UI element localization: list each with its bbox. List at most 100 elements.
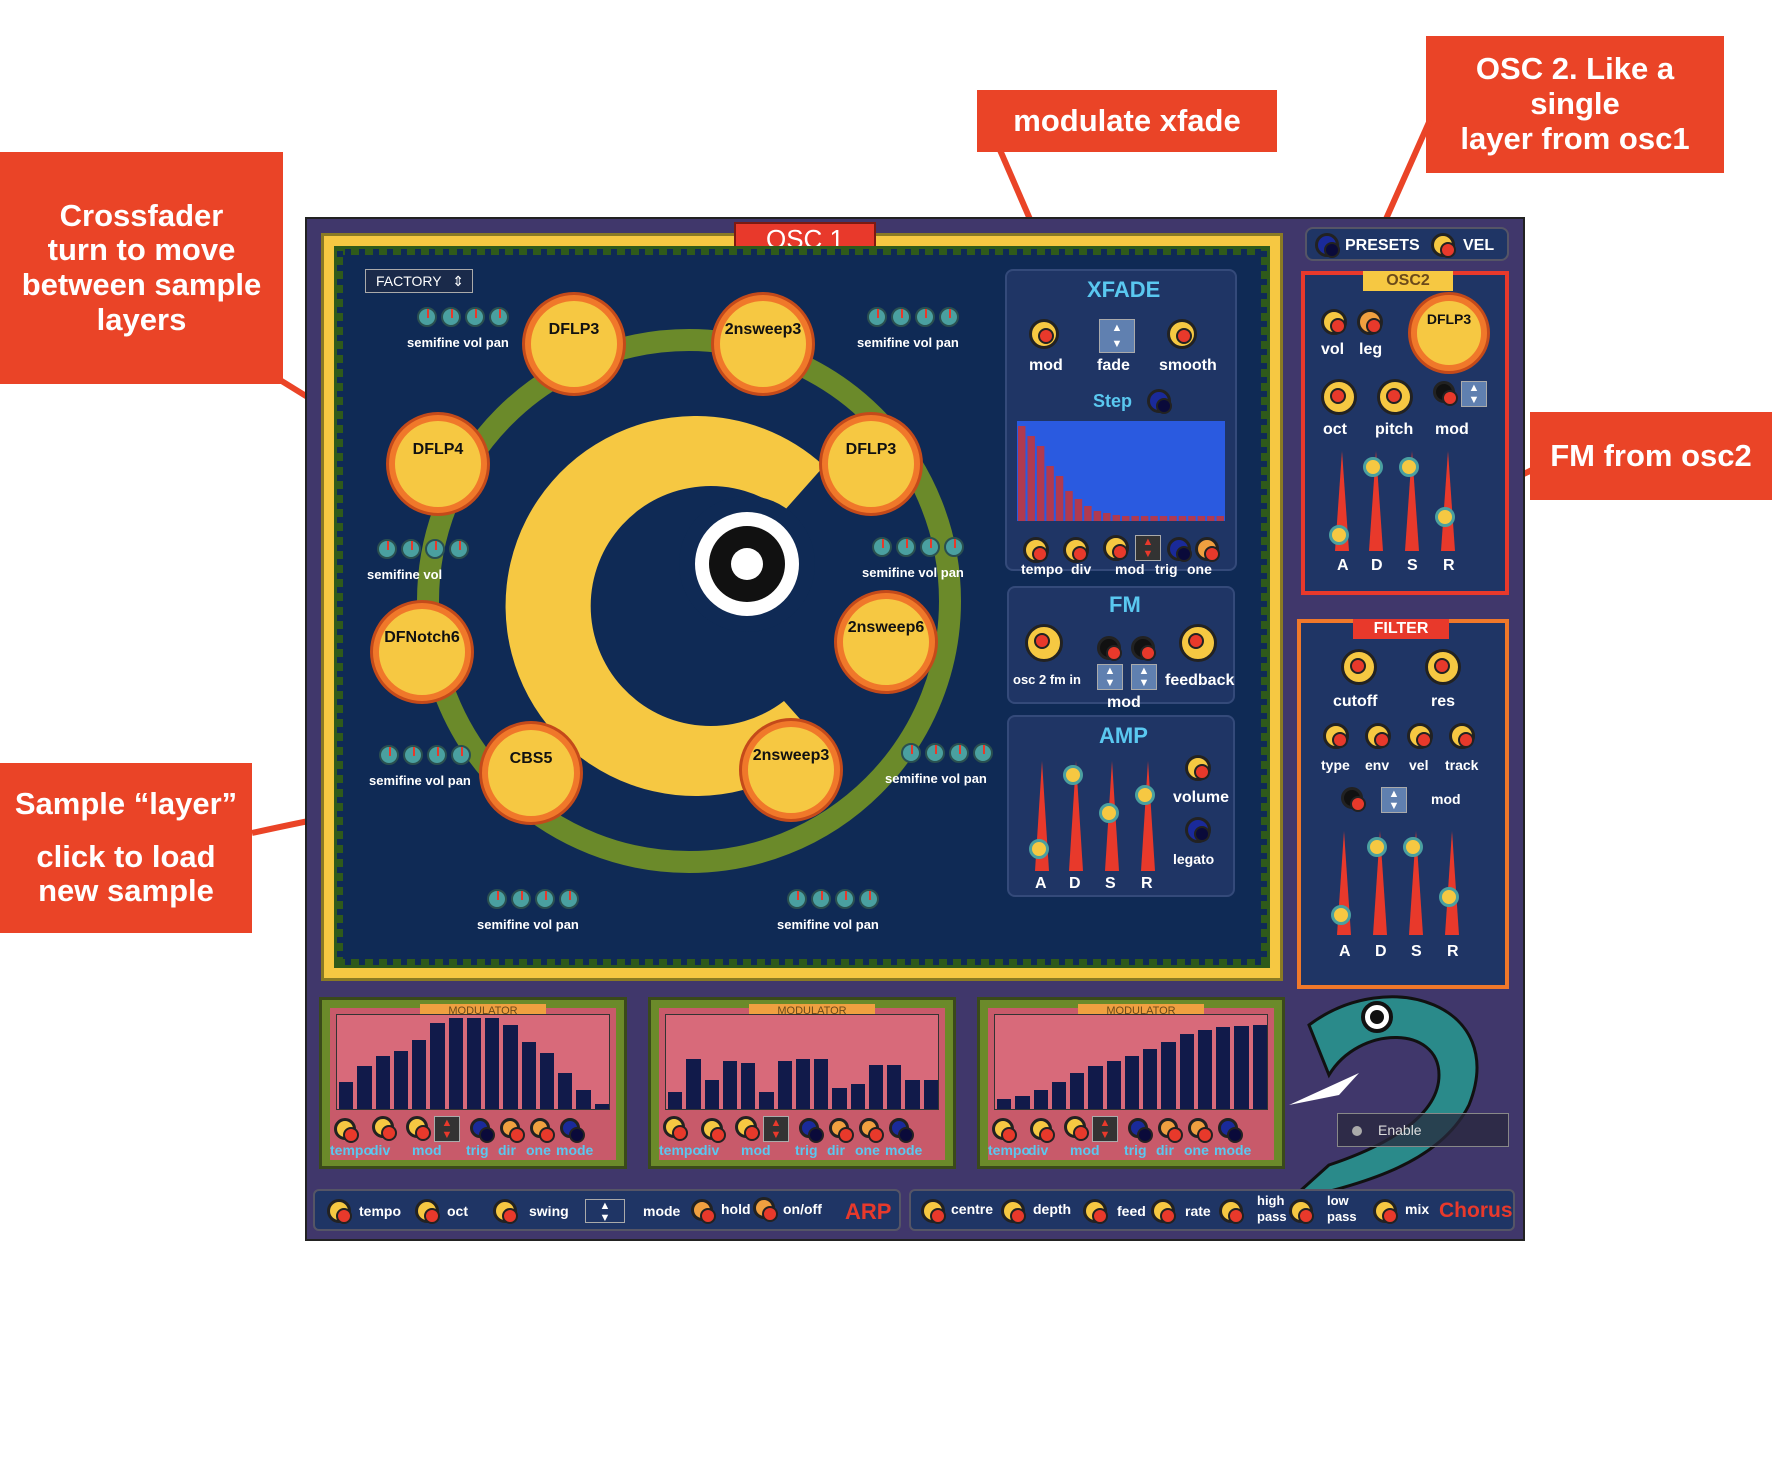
modulator-bar[interactable]: [1033, 1089, 1048, 1109]
step-bar[interactable]: [1027, 436, 1035, 521]
modulator-bar[interactable]: [375, 1056, 390, 1109]
mod2-mod-knob[interactable]: [735, 1116, 760, 1141]
xfade-trig-toggle[interactable]: [1167, 537, 1192, 562]
sample-layer-5[interactable]: DFNotch6: [373, 603, 471, 701]
filter-s-thumb[interactable]: [1403, 837, 1423, 857]
crossfader-knob[interactable]: [504, 416, 884, 796]
modulator-bar[interactable]: [1051, 1082, 1067, 1109]
filter-vel-knob[interactable]: [1407, 723, 1433, 749]
modulator-bar[interactable]: [503, 1024, 518, 1109]
arp-hold-toggle[interactable]: [691, 1199, 716, 1224]
fm-mod-spinner-b[interactable]: ▲▼: [1131, 664, 1157, 690]
osc2-r-slider[interactable]: [1441, 451, 1455, 551]
modulator-bar[interactable]: [412, 1039, 427, 1109]
osc2-mod-knob[interactable]: [1433, 381, 1458, 406]
fm-mod-spinner-a[interactable]: ▲▼: [1097, 664, 1123, 690]
step-bar[interactable]: [1150, 516, 1158, 521]
osc2-leg-knob[interactable]: [1357, 309, 1383, 335]
modulator-bar[interactable]: [393, 1051, 409, 1109]
fine-knob[interactable]: [811, 889, 831, 909]
step-bar[interactable]: [1074, 499, 1083, 521]
semi-knob[interactable]: [872, 537, 892, 557]
amp-a-thumb[interactable]: [1029, 839, 1049, 859]
osc2-oct-knob[interactable]: [1321, 379, 1357, 415]
xfade-smooth-knob[interactable]: [1167, 319, 1197, 349]
modulator-bar[interactable]: [759, 1091, 774, 1109]
modulator-bar[interactable]: [795, 1059, 811, 1109]
pan-knob[interactable]: [939, 307, 959, 327]
pan-knob[interactable]: [489, 307, 509, 327]
step-bar[interactable]: [1207, 516, 1215, 521]
modulator-bar[interactable]: [448, 1017, 463, 1109]
modulator-bar[interactable]: [466, 1017, 482, 1109]
modulator-bar[interactable]: [1015, 1095, 1030, 1109]
arp-mode-spinner[interactable]: ▲▼: [585, 1199, 625, 1224]
amp-volume-knob[interactable]: [1185, 755, 1211, 781]
fine-knob[interactable]: [511, 889, 531, 909]
osc2-sample-layer[interactable]: DFLP3: [1411, 295, 1487, 371]
pan-knob[interactable]: [973, 743, 993, 763]
fm-mod-knob-a[interactable]: [1097, 636, 1122, 661]
vol-knob[interactable]: [425, 539, 445, 559]
modulator-bar[interactable]: [1179, 1034, 1194, 1109]
mod1-mod-knob[interactable]: [406, 1116, 431, 1141]
xfade-tempo-knob[interactable]: [1023, 537, 1049, 563]
osc2-d-thumb[interactable]: [1363, 457, 1383, 477]
step-bar[interactable]: [1103, 513, 1111, 521]
xfade-fade-spinner[interactable]: ▲▼: [1099, 319, 1135, 353]
sample-layer-1[interactable]: DFLP3: [525, 295, 623, 393]
modulator-bar[interactable]: [1106, 1061, 1121, 1109]
semi-knob[interactable]: [377, 539, 397, 559]
filter-res-knob[interactable]: [1425, 649, 1461, 685]
filter-mod-spinner[interactable]: ▲▼: [1381, 787, 1407, 813]
chorus-highpass-knob[interactable]: [1219, 1199, 1244, 1224]
mod2-one-toggle[interactable]: [859, 1118, 884, 1143]
step-toggle[interactable]: [1147, 389, 1172, 414]
filter-track-knob[interactable]: [1449, 723, 1475, 749]
amp-r-thumb[interactable]: [1135, 785, 1155, 805]
arp-tempo-knob[interactable]: [327, 1199, 352, 1224]
chorus-centre-knob[interactable]: [921, 1199, 946, 1224]
chorus-mix-knob[interactable]: [1373, 1199, 1398, 1224]
sample-layer-3[interactable]: DFLP4: [389, 415, 487, 513]
mod2-mode-toggle[interactable]: [889, 1118, 914, 1143]
filter-a-thumb[interactable]: [1331, 905, 1351, 925]
pan-knob[interactable]: [451, 745, 471, 765]
filter-type-knob[interactable]: [1323, 723, 1349, 749]
mod1-mod-spinner[interactable]: ▲▼: [434, 1116, 460, 1142]
vol-knob[interactable]: [949, 743, 969, 763]
fine-knob[interactable]: [401, 539, 421, 559]
vol-knob[interactable]: [427, 745, 447, 765]
modulator-2-graph[interactable]: [665, 1014, 939, 1110]
fine-knob[interactable]: [925, 743, 945, 763]
sample-layer-2[interactable]: 2nsweep3: [714, 295, 812, 393]
mod1-div-knob[interactable]: [372, 1116, 397, 1141]
modulator-bar[interactable]: [777, 1061, 792, 1109]
fine-knob[interactable]: [896, 537, 916, 557]
vol-knob[interactable]: [835, 889, 855, 909]
osc2-r-thumb[interactable]: [1435, 507, 1455, 527]
amp-d-thumb[interactable]: [1063, 765, 1083, 785]
sample-layer-8[interactable]: 2nsweep3: [742, 721, 840, 819]
modulator-bar[interactable]: [1234, 1026, 1249, 1109]
pan-knob[interactable]: [944, 537, 964, 557]
semi-knob[interactable]: [417, 307, 437, 327]
pan-knob[interactable]: [559, 889, 579, 909]
modulator-bar[interactable]: [1197, 1030, 1213, 1109]
step-bar[interactable]: [1112, 515, 1120, 521]
filter-env-knob[interactable]: [1365, 723, 1391, 749]
sample-layer-6[interactable]: 2nsweep6: [837, 593, 935, 691]
osc2-vol-knob[interactable]: [1321, 309, 1347, 335]
enable-toggle[interactable]: Enable: [1337, 1113, 1509, 1147]
semi-knob[interactable]: [487, 889, 507, 909]
step-bar[interactable]: [1197, 516, 1206, 521]
xfade-one-toggle[interactable]: [1195, 537, 1220, 562]
fine-knob[interactable]: [891, 307, 911, 327]
modulator-bar[interactable]: [1161, 1041, 1176, 1109]
semi-knob[interactable]: [901, 743, 921, 763]
mod1-tempo-knob[interactable]: [334, 1118, 359, 1143]
step-bar[interactable]: [1046, 466, 1054, 521]
filter-r-thumb[interactable]: [1439, 887, 1459, 907]
modulator-bar[interactable]: [1070, 1072, 1085, 1109]
mod3-tempo-knob[interactable]: [992, 1118, 1017, 1143]
